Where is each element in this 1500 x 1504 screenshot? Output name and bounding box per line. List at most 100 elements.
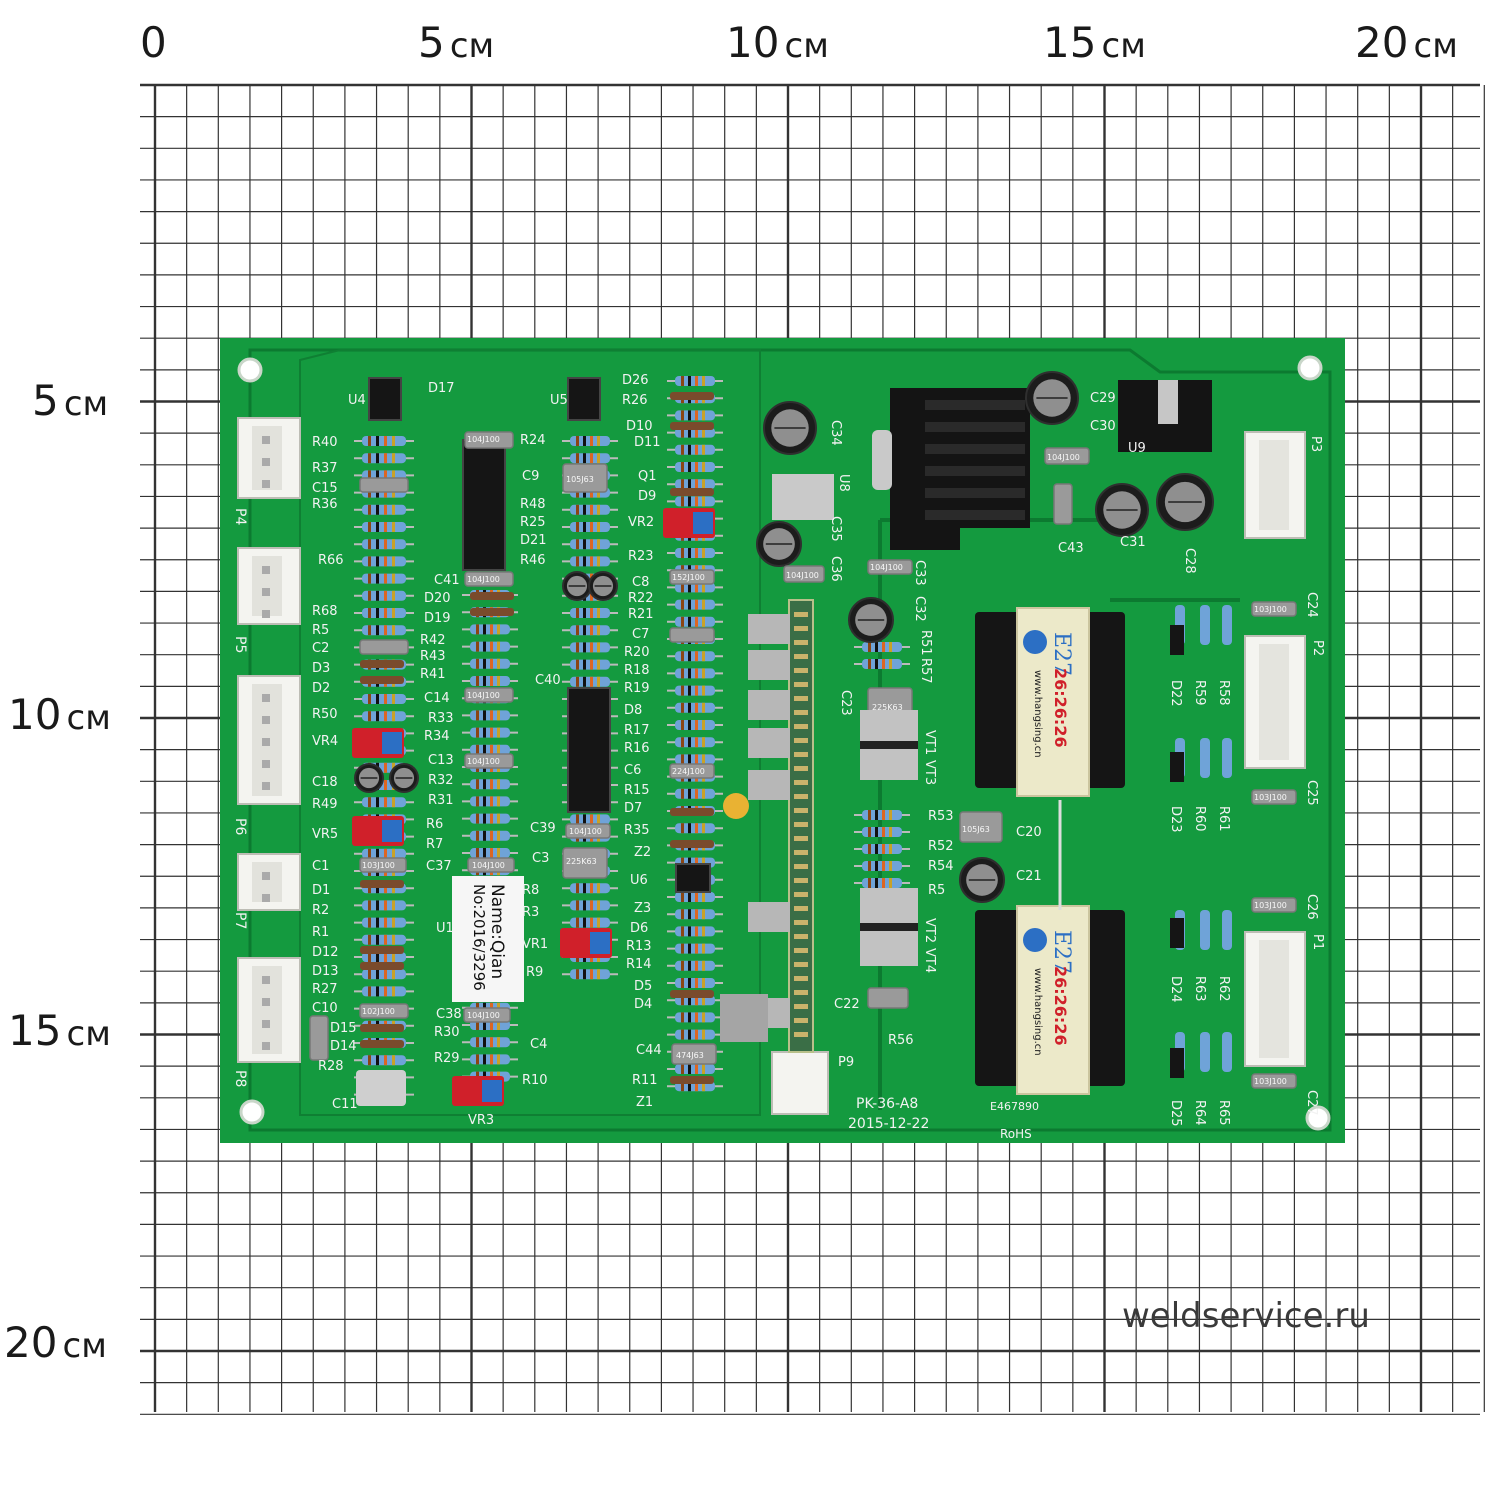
resistor: [667, 427, 723, 438]
component-designator: C30: [1090, 419, 1116, 434]
resistor-band: [476, 1020, 479, 1030]
daughter-board-pad: [794, 780, 808, 785]
transformer-logo: [1023, 928, 1047, 952]
resistor-band: [384, 590, 387, 601]
resistor-band: [497, 1020, 500, 1030]
diode-small: [670, 392, 714, 400]
resistor-band: [688, 1029, 691, 1040]
component-designator: C9: [522, 469, 539, 484]
diode: [1170, 918, 1184, 948]
resistor-band: [688, 427, 691, 438]
component-designator: R6: [426, 817, 443, 832]
component-designator: R1: [312, 925, 329, 940]
resistor-band: [392, 522, 395, 532]
resistor-band: [483, 710, 486, 721]
resistor: [562, 556, 618, 567]
resistor-band: [688, 737, 691, 748]
resistor-band: [695, 376, 698, 386]
resistor: [667, 943, 723, 954]
component-designator: R59: [1192, 680, 1207, 706]
component-designator: C3: [532, 851, 549, 866]
transistor-body: [860, 923, 918, 931]
component-designator: C32: [912, 596, 927, 622]
resistor-band: [590, 504, 593, 515]
daughter-board-pad: [794, 1032, 808, 1037]
film-capacitor: [464, 687, 514, 703]
daughter-board-pad: [794, 990, 808, 995]
daughter-board-pad: [794, 766, 808, 771]
component-designator: D8: [624, 703, 642, 718]
component-designator: P2: [1310, 640, 1325, 656]
resistor-band: [497, 727, 500, 738]
component-designator: C40: [535, 673, 561, 688]
resistor-band: [681, 943, 684, 954]
resistor-band: [688, 496, 691, 507]
resistor-band: [695, 685, 698, 696]
resistor: [562, 659, 618, 670]
film-capacitor: [1251, 601, 1297, 617]
resistor-band: [702, 616, 705, 627]
resistor-band: [376, 625, 379, 636]
daughter-board-pad: [794, 906, 808, 911]
watermark: weldservice.ru: [1122, 1296, 1370, 1336]
resistor-band: [702, 427, 705, 438]
resistor-band: [368, 952, 371, 962]
resistor: [667, 548, 723, 558]
component-designator: C27: [1304, 1090, 1319, 1116]
resistor-band: [597, 814, 600, 825]
connector-p9: [771, 1051, 829, 1115]
resistor-band: [702, 926, 705, 937]
ruler-top-0: 0: [140, 18, 167, 67]
resistor: [354, 900, 414, 911]
resistor-band: [392, 504, 395, 515]
component-designator: R35: [624, 823, 650, 838]
resistor-band: [483, 813, 486, 824]
resistor-band: [576, 642, 579, 653]
resistor-band: [695, 582, 698, 593]
resistor: [667, 702, 723, 713]
resistor-vertical: [1222, 1032, 1232, 1072]
component-designator: C21: [1016, 869, 1042, 884]
resistor-band: [695, 616, 698, 627]
resistor-band: [702, 909, 705, 920]
resistor-band: [583, 883, 586, 894]
resistor-band: [681, 978, 684, 988]
resistor-band: [583, 608, 586, 618]
component-designator: VT3: [922, 760, 937, 785]
resistor-band: [681, 737, 684, 748]
resistor-band: [889, 861, 892, 871]
sticker-name: Name:Qian: [487, 884, 507, 979]
capacitor-value: 225K63: [872, 703, 903, 712]
resistor-band: [376, 969, 379, 980]
resistor-band: [688, 754, 691, 765]
resistor-band: [590, 590, 593, 601]
component-designator: C44: [636, 1043, 662, 1058]
resistor-band: [597, 504, 600, 515]
resistor-band: [695, 892, 698, 902]
connector-pin: [262, 872, 270, 880]
connector-socket: [1259, 940, 1289, 1058]
component-designator: R61: [1216, 806, 1231, 832]
resistor-band: [392, 694, 395, 704]
connector-pin: [262, 760, 270, 768]
resistor-band: [590, 453, 593, 464]
resistor-band: [368, 934, 371, 945]
component-designator: R43: [420, 649, 446, 664]
resistor-band: [702, 599, 705, 610]
component-designator: R66: [318, 553, 344, 568]
rohs-mark: RoHS: [1000, 1127, 1032, 1141]
connector-pin: [262, 998, 270, 1006]
resistor-band: [368, 711, 371, 722]
resistor-band: [376, 848, 379, 859]
ruler-top-15: 15 см: [1043, 18, 1146, 67]
film-capacitor: [359, 1003, 409, 1019]
ceramic-capacitor: [723, 793, 749, 819]
film-capacitor: [1053, 483, 1073, 525]
resistor-band: [688, 1064, 691, 1074]
connector-pin: [262, 976, 270, 984]
component-designator: R65: [1216, 1100, 1231, 1126]
diode-small: [360, 660, 404, 668]
resistor-band: [490, 813, 493, 824]
daughter-board-pad: [794, 934, 808, 939]
